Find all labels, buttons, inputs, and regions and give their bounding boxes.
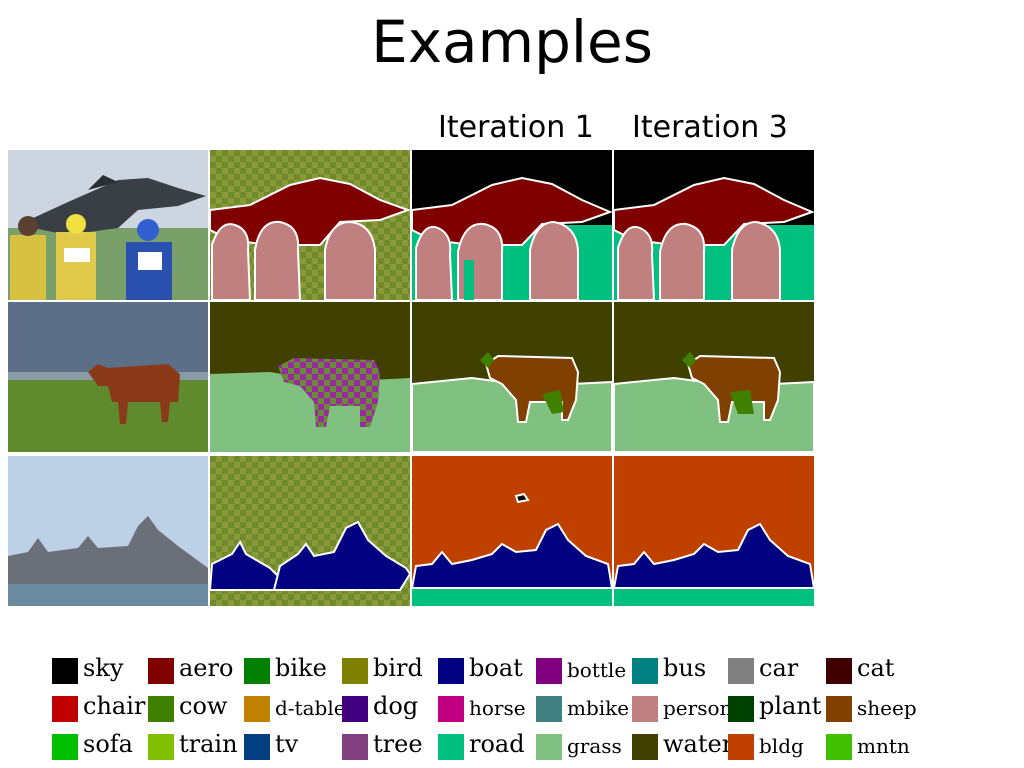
legend-swatch [342,658,368,684]
legend-swatch [438,696,464,722]
legend-label: sheep [857,696,917,720]
photo-aeroplane [8,150,208,300]
legend-label: bottle [567,658,627,682]
legend-label: tree [373,730,423,758]
legend-label: person [663,696,733,720]
legend-label: dog [373,692,419,720]
legend-label: bike [275,654,327,682]
iteration-1-aeroplane [412,150,612,300]
legend-label: sofa [83,730,133,758]
iteration-3-cow [614,302,814,452]
legend-label: grass [567,734,622,758]
legend-swatch [148,696,174,722]
legend-swatch [826,734,852,760]
legend-label: boat [469,654,523,682]
iteration-3-ships [614,456,814,606]
legend-label: cat [857,654,895,682]
column-header-iteration-3: Iteration 3 [632,110,788,145]
legend-label: water [663,730,734,758]
photo-cow [8,302,208,452]
iteration-1-ships [412,456,612,606]
legend-label: bldg [759,734,804,758]
legend-label: d-table [275,696,346,720]
iteration-3-aeroplane [614,150,814,300]
ground-truth-ships [210,456,410,606]
legend-label: car [759,654,799,682]
legend-swatch [826,696,852,722]
legend-swatch [148,658,174,684]
ground-truth-aeroplane [210,150,410,300]
legend-swatch [52,658,78,684]
legend-swatch [438,658,464,684]
legend-swatch [728,658,754,684]
legend-swatch [632,658,658,684]
legend-label: chair [83,692,146,720]
legend-swatch [148,734,174,760]
legend-label: horse [469,696,526,720]
legend-swatch [244,734,270,760]
page-title: Examples [371,8,653,76]
legend-swatch [536,658,562,684]
legend-swatch [244,696,270,722]
legend-label: sky [83,654,124,682]
legend-swatch [632,734,658,760]
iteration-1-cow [412,302,612,452]
legend-swatch [342,696,368,722]
legend-label: bird [373,654,423,682]
legend-swatch [632,696,658,722]
legend-label: mbike [567,696,630,720]
legend-label: plant [759,692,822,720]
column-header-iteration-1: Iteration 1 [438,110,594,145]
legend-swatch [826,658,852,684]
legend-swatch [536,734,562,760]
legend-label: aero [179,654,234,682]
legend-swatch [728,696,754,722]
legend-swatch [52,696,78,722]
ground-truth-cow [210,302,410,452]
legend-label: bus [663,654,707,682]
legend-swatch [52,734,78,760]
legend-swatch [342,734,368,760]
legend-label: tv [275,730,299,758]
legend-swatch [728,734,754,760]
legend-label: road [469,730,525,758]
legend-label: mntn [857,734,910,758]
legend-label: cow [179,692,228,720]
photo-ships [8,456,208,606]
legend-swatch [438,734,464,760]
legend-swatch [536,696,562,722]
legend-label: train [179,730,238,758]
legend-swatch [244,658,270,684]
